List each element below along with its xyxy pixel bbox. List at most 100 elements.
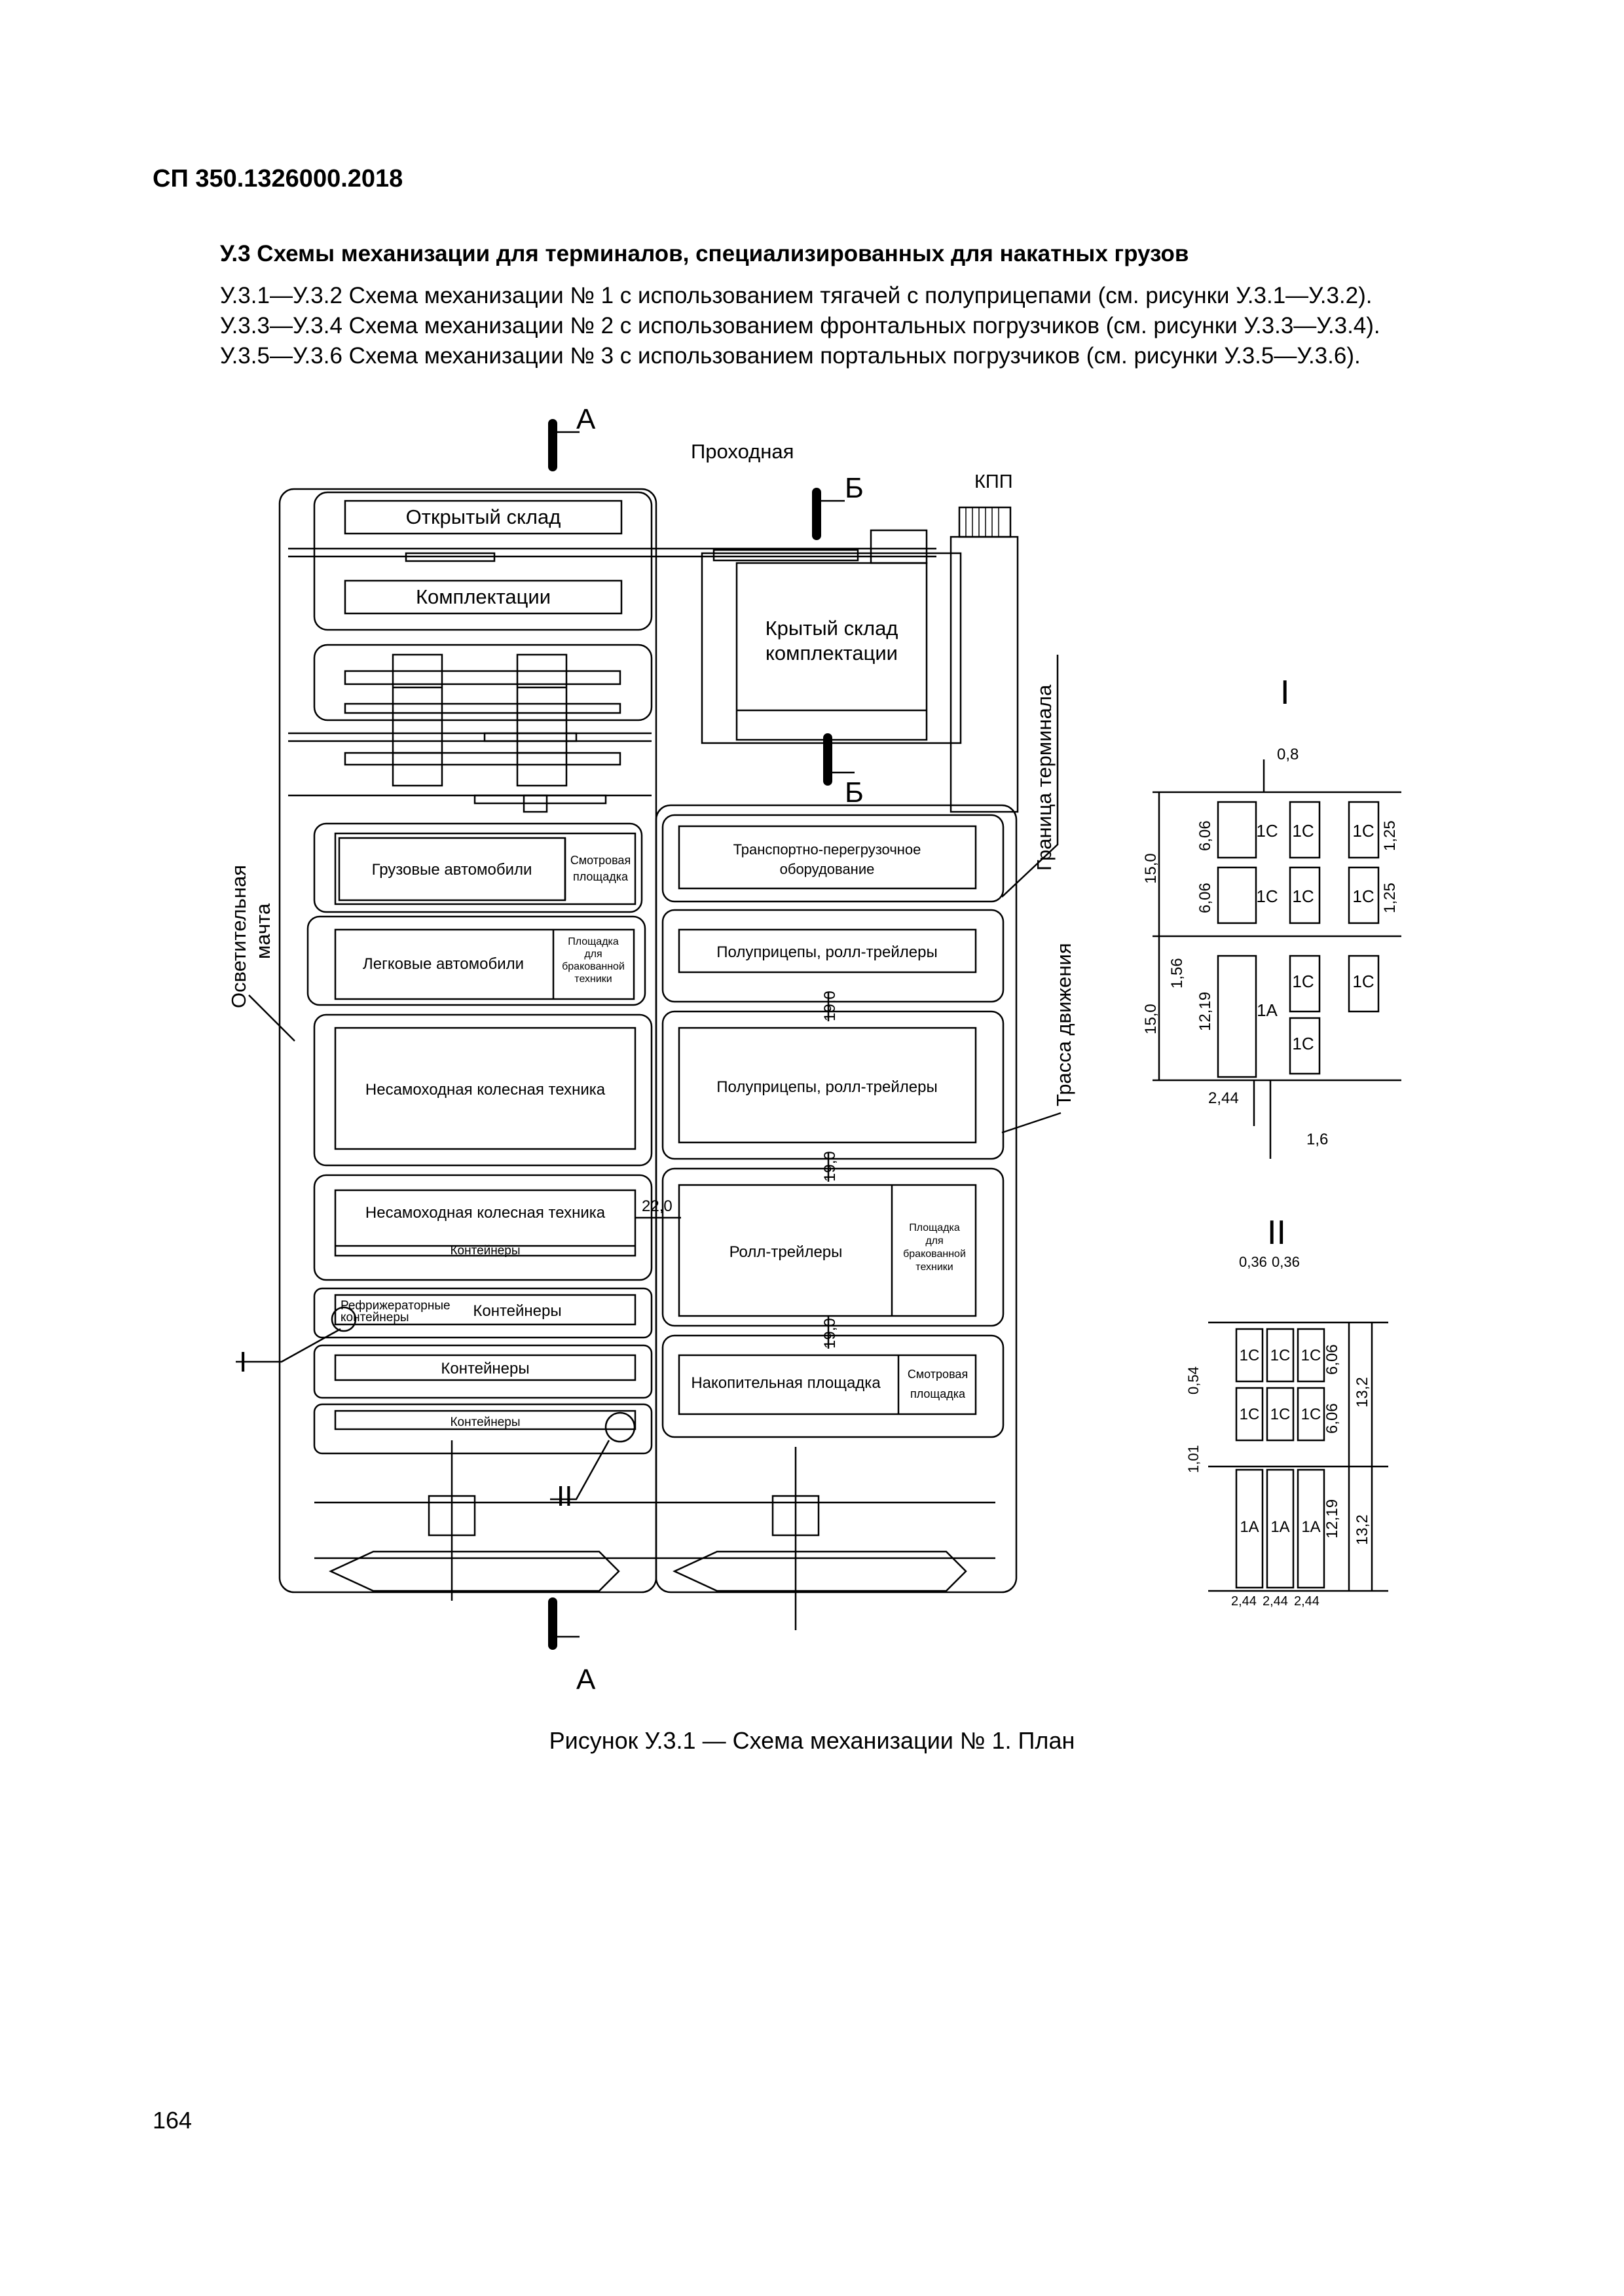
di-dim-606-b: 6,06 [1196,883,1214,913]
page-number: 164 [153,2107,193,2134]
di-dim-125-a: 1,25 [1381,820,1399,851]
dii-cell-1c: 1С [1240,1347,1260,1364]
detail-ii-marker: II [557,1480,572,1512]
di-cell-1c: 1С [1292,972,1314,991]
di-dim-244: 2,44 [1208,1089,1239,1107]
di-dim-15-a: 15,0 [1142,853,1160,884]
section-b-bottom-label: Б [845,776,864,809]
di-cell-1a: 1А [1257,1000,1278,1020]
reject-r-label-4: техники [915,1262,953,1273]
dii-cell-1a: 1А [1301,1518,1320,1536]
dii-cell-1c: 1С [1270,1406,1291,1423]
inspection-r-label-2: площадка [910,1387,966,1400]
paragraph-1: У.3.1—У.3.2 Схема механизации № 1 с испо… [220,283,1373,308]
open-warehouse-label: Открытый склад [406,505,561,528]
checkpoint-label: Проходная [691,440,794,463]
section-b-top-label: Б [845,472,864,504]
storage-area-label: Накопительная площадка [691,1374,881,1392]
inspection-label-1: Смотровая [570,854,631,867]
dii-dim-101: 1,01 [1185,1445,1202,1473]
di-dim-15-b: 15,0 [1142,1004,1160,1034]
dii-dim-606-a: 6,06 [1323,1344,1341,1375]
dii-dim-244-a: 2,44 [1231,1594,1257,1609]
dii-dim-036-a: 0,36 [1239,1254,1267,1270]
nonself-label-1: Несамоходная колесная техника [365,1081,606,1099]
dii-cell-1c: 1С [1240,1406,1260,1423]
dim-19-a: 19,0 [821,991,839,1021]
traffic-route-label: Трасса движения [1052,943,1075,1106]
di-dim-16: 1,6 [1306,1131,1328,1148]
dii-dim-054: 0,54 [1185,1366,1202,1394]
semitrailers-label-2: Полуприцепы, ролл-трейлеры [716,1078,937,1096]
reject-label-4: техники [574,974,612,985]
di-cell-1c: 1С [1352,886,1374,906]
terminal-boundary-label: Граница терминала [1033,684,1056,871]
dii-dim-606-b: 6,06 [1323,1403,1341,1434]
document-code: СП 350.1326000.2018 [153,165,403,192]
detail-i-title: I [1280,674,1289,712]
reject-r-label-1: Площадка [909,1222,960,1233]
dii-cell-1a: 1А [1240,1518,1259,1536]
detail-ii-title: II [1267,1214,1286,1252]
dii-cell-1c: 1С [1270,1347,1291,1364]
inspection-r-label-1: Смотровая [908,1368,968,1381]
dii-dim-1219: 12,19 [1323,1499,1341,1539]
dim-19-b: 19,0 [821,1151,839,1182]
di-cell-1c: 1С [1292,1034,1314,1053]
cars-label: Легковые автомобили [363,955,524,973]
kpp-label: КПП [974,471,1013,492]
dii-cell-1a: 1А [1270,1518,1289,1536]
dii-dim-132-b: 13,2 [1354,1514,1371,1545]
di-dim-1219: 12,19 [1196,992,1214,1031]
dii-dim-244-c: 2,44 [1294,1594,1320,1609]
dii-cell-1c: 1С [1301,1347,1321,1364]
dim-19-c: 19,0 [821,1318,839,1349]
containers-label-3: Контейнеры [441,1360,529,1377]
detail-i-drawing [1153,759,1401,1159]
section-title: У.3 Схемы механизации для терминалов, сп… [220,241,1189,266]
reject-r-label-2: для [925,1235,943,1247]
dii-dim-244-b: 2,44 [1263,1594,1288,1609]
di-cell-1c: 1С [1352,972,1374,991]
reefer-label-2: контейнеры [341,1311,409,1324]
reject-r-label-3: бракованной [903,1248,966,1260]
di-cell-1c: 1С [1256,886,1278,906]
roll-trailers-label: Ролл-трейлеры [729,1243,843,1261]
trucks-label: Грузовые автомобили [372,861,532,879]
di-dim-top: 0,8 [1277,746,1299,763]
di-dim-125-b: 1,25 [1381,883,1399,913]
reject-label-3: бракованной [562,961,625,972]
covered-warehouse-label-2: комплектации [766,642,898,665]
paragraph-3: У.3.5—У.3.6 Схема механизации № 3 с испо… [220,343,1361,369]
paragraph-2: У.3.3—У.3.4 Схема механизации № 2 с испо… [220,313,1380,338]
di-dim-156: 1,56 [1168,958,1186,989]
di-dim-606-a: 6,06 [1196,820,1214,851]
di-cell-1c: 1С [1292,886,1314,906]
reject-label-2: для [584,949,602,960]
detail-i-marker: I [239,1346,247,1378]
dim-22: 22,0 [642,1197,673,1215]
containers-label-2: Контейнеры [473,1302,561,1320]
covered-warehouse-label-1: Крытый склад [766,617,898,640]
kompletatsii-label: Комплектации [416,585,551,608]
reject-label-1: Площадка [568,936,619,947]
di-cell-1c: 1С [1256,821,1278,841]
inspection-label-2: площадка [573,870,629,883]
dii-cell-1c: 1С [1301,1406,1321,1423]
dii-dim-036-b: 0,36 [1272,1254,1300,1270]
containers-label-4: Контейнеры [450,1415,520,1429]
figure-caption: Рисунок У.3.1 — Схема механизации № 1. П… [549,1727,1075,1754]
di-cell-1c: 1С [1292,821,1314,841]
di-cell-1c: 1С [1352,821,1374,841]
nonself-label-2: Несамоходная колесная техника [365,1204,606,1222]
section-a-top-label: А [576,403,596,435]
detail-ii-drawing [1208,1321,1388,1592]
transshipment-label-2: оборудование [780,861,875,877]
semitrailers-label-1: Полуприцепы, ролл-трейлеры [716,943,937,961]
reefer-label-1: Рефрижераторные [341,1299,451,1313]
containers-label-1: Контейнеры [450,1244,520,1258]
section-a-bottom-label: А [576,1664,596,1696]
lighting-mast-label-1: Осветительная [227,865,250,1008]
dii-dim-132-a: 13,2 [1354,1377,1371,1408]
